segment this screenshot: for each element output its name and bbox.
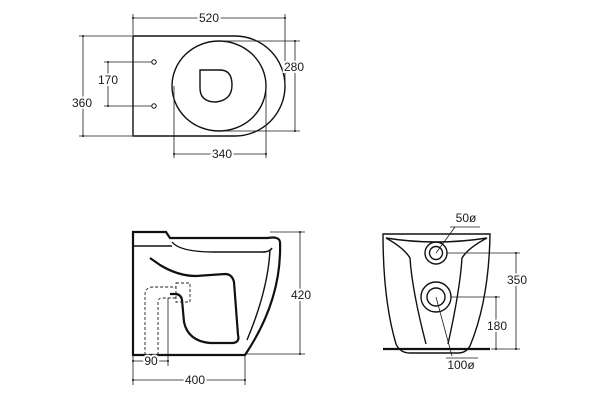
inlet-inner — [428, 245, 444, 261]
side-view: 420 90 400 — [131, 230, 313, 389]
top-view: 520 360 170 280 340 — [70, 9, 306, 163]
rear-view: 50ø 100ø 350 180 — [382, 211, 529, 372]
fixing-hole-bottom — [151, 103, 157, 109]
side-view-dashed-pipe — [144, 286, 176, 355]
bowl-width-label: 280 — [284, 60, 304, 74]
outlet-height-label: 180 — [487, 319, 507, 333]
height-label: 360 — [72, 96, 92, 110]
top-view-bowl-opening — [199, 69, 233, 103]
fixing-hole-top — [151, 59, 157, 65]
side-view-outlet-collar — [175, 282, 191, 303]
side-view-outline — [131, 230, 282, 357]
hole-spacing-label: 170 — [98, 73, 118, 87]
width-label: 520 — [199, 11, 219, 25]
outlet-inner — [426, 287, 446, 307]
side-height-label: 420 — [291, 288, 311, 302]
outlet-offset-label: 90 — [144, 354, 158, 368]
rear-view-inner-right — [447, 237, 488, 345]
side-view-seat-back — [132, 232, 172, 247]
rear-view-inner-left — [385, 237, 427, 345]
inlet-height-label: 350 — [507, 273, 527, 287]
side-view-bowl-profile — [171, 241, 273, 253]
side-view-rim-inner — [246, 249, 271, 341]
rear-view-outline — [382, 233, 491, 354]
inlet-diameter-label: 50ø — [456, 211, 477, 225]
bowl-length-label: 340 — [212, 147, 232, 161]
side-view-trap — [149, 257, 240, 345]
depth-label: 400 — [185, 373, 205, 387]
top-view-seat — [171, 40, 267, 132]
outlet-diameter-label: 100ø — [447, 358, 475, 372]
top-view-outline — [132, 35, 286, 137]
